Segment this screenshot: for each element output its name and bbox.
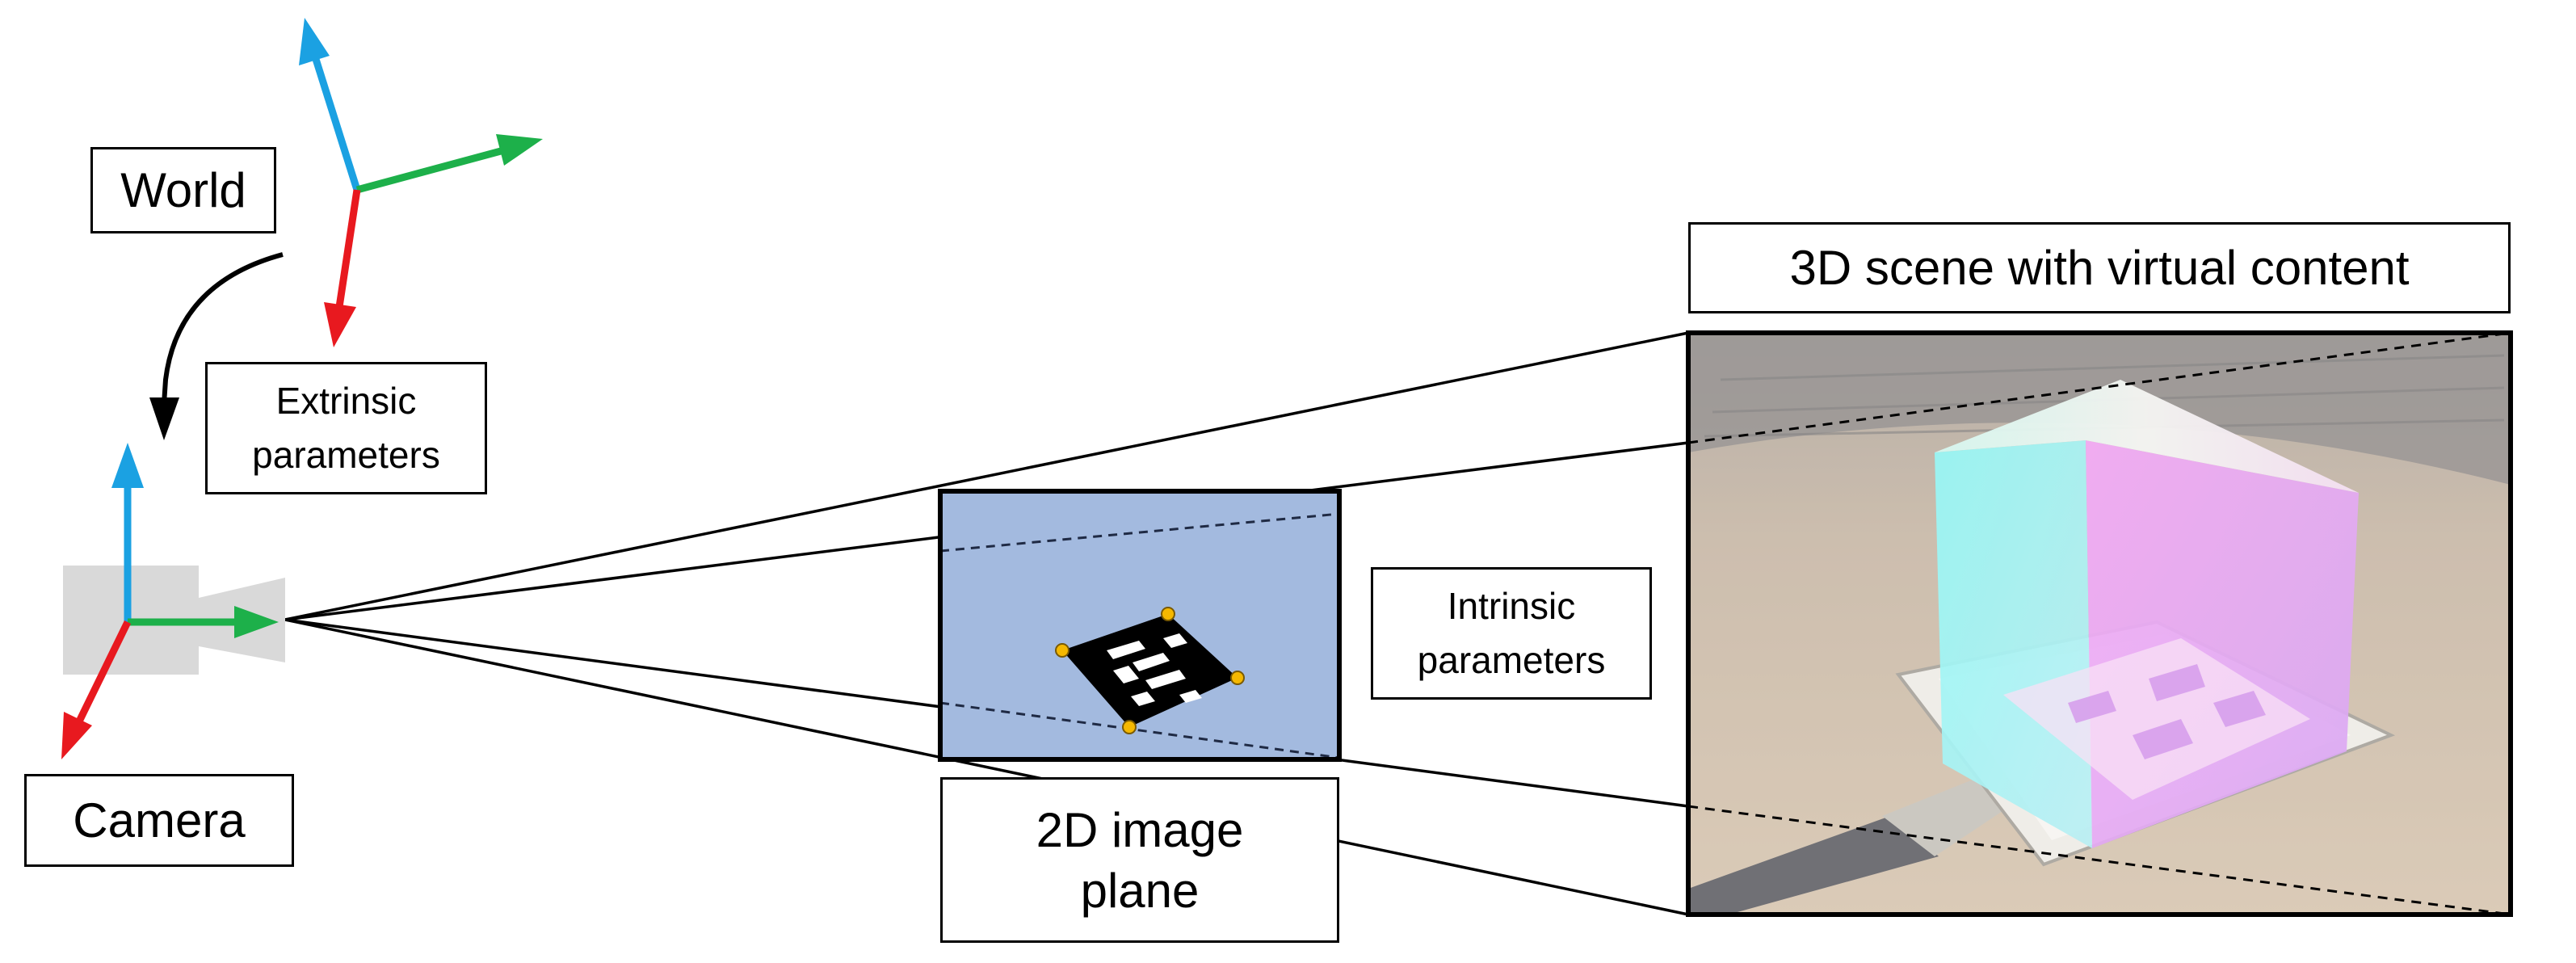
image-plane bbox=[938, 489, 1342, 762]
world-axes-icon bbox=[299, 18, 543, 347]
camera-label-box: Camera bbox=[24, 774, 294, 867]
scene-label: 3D scene with virtual content bbox=[1789, 241, 2410, 295]
image-plane-dash-top bbox=[939, 512, 1340, 553]
aruco-marker-icon bbox=[1055, 607, 1245, 734]
camera-axis-down bbox=[75, 620, 132, 723]
cube-front-face bbox=[1935, 440, 2092, 848]
world-label: World bbox=[120, 163, 246, 217]
extrinsic-parameters-label: Extrinsic parameters bbox=[252, 380, 440, 476]
ray-top-outer bbox=[284, 331, 1689, 621]
marker-corner-dot bbox=[1055, 643, 1069, 658]
intrinsic-parameters-box: Intrinsic parameters bbox=[1371, 567, 1652, 700]
camera-label: Camera bbox=[73, 793, 246, 847]
image-plane-dash-bottom bbox=[939, 701, 1340, 759]
cube-marker-pattern bbox=[2003, 638, 2310, 800]
intrinsic-parameters-label: Intrinsic parameters bbox=[1417, 585, 1606, 681]
cube-top-face bbox=[1935, 380, 2359, 493]
dashed-projection-lines bbox=[1687, 331, 2511, 916]
world-label-box: World bbox=[90, 147, 276, 233]
scene-photo bbox=[1688, 333, 2511, 915]
world-axis-down bbox=[335, 189, 361, 308]
scene-photo-frame bbox=[1686, 330, 2513, 917]
marker-corner-dot bbox=[1122, 720, 1137, 734]
image-plane-label: 2D image plane bbox=[1036, 802, 1244, 918]
marker-corner-dot bbox=[1161, 607, 1175, 621]
scene-label-box: 3D scene with virtual content bbox=[1688, 222, 2511, 313]
marker-corner-dot bbox=[1230, 671, 1245, 685]
extrinsic-parameters-box: Extrinsic parameters bbox=[205, 362, 487, 494]
dashed-line-top bbox=[1687, 331, 2511, 444]
image-plane-label-box: 2D image plane bbox=[940, 777, 1339, 943]
image-plane-frame bbox=[938, 489, 1342, 762]
dashed-line-bottom bbox=[1687, 805, 2511, 916]
world-axis-up bbox=[311, 55, 361, 191]
curved-arrow-icon bbox=[149, 252, 284, 440]
camera-axes-icon bbox=[61, 443, 279, 759]
ray-bottom-outer bbox=[284, 618, 1689, 916]
cable-shape bbox=[1688, 816, 1939, 915]
world-axis-forward bbox=[355, 147, 502, 194]
